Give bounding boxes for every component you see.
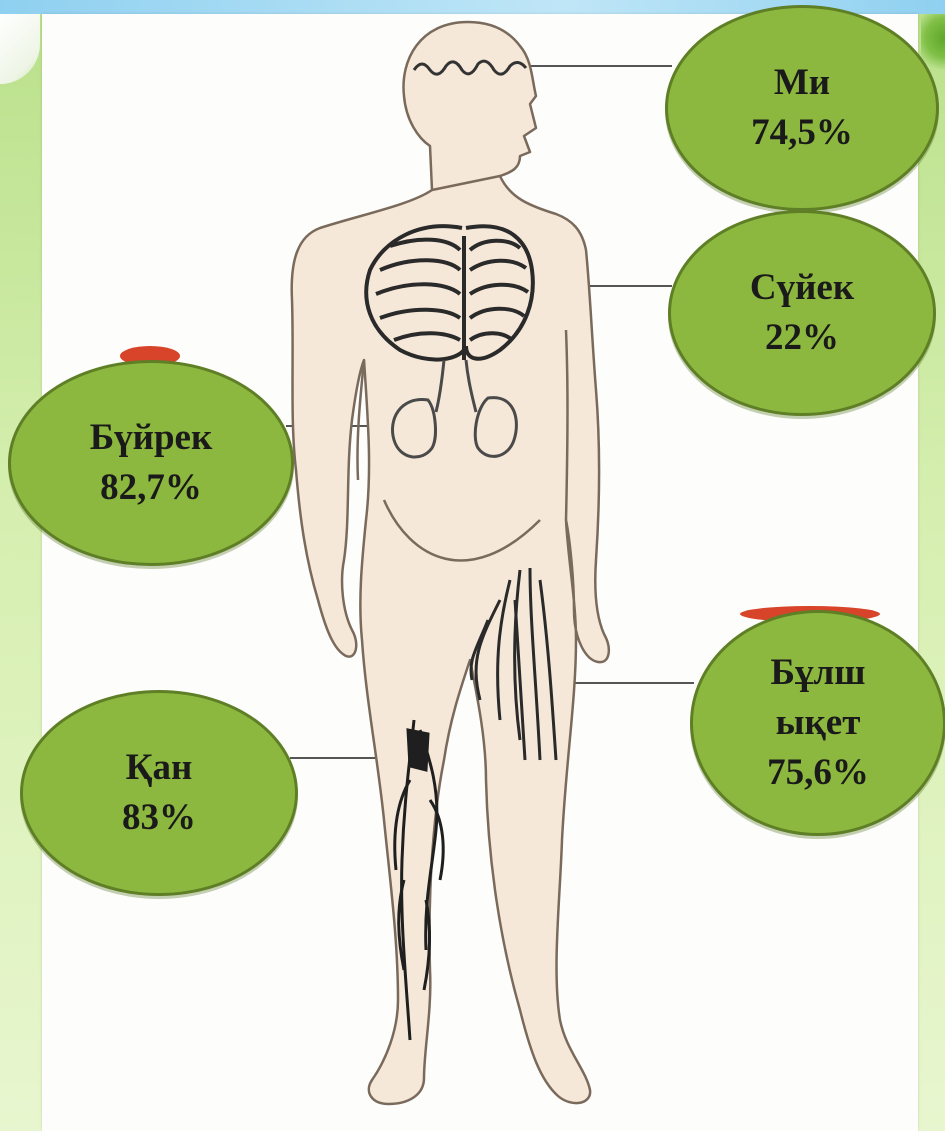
label-bubble-muscle: Бұлш ықет 75,6% [690,610,945,836]
label-bubble-kidney: Бүйрек 82,7% [8,360,294,566]
body-silhouette [292,22,609,1104]
organ-value: 22% [765,313,839,363]
label-bubble-brain: Ми 74,5% [665,5,939,211]
organ-name: Ми [774,58,830,108]
organ-name-line1: Бұлш [771,648,866,698]
organ-name-line2: ықет [776,698,861,748]
organ-value: 82,7% [100,463,202,513]
organ-name: Бүйрек [90,413,213,463]
organ-value: 83% [122,793,196,843]
organ-value: 75,6% [767,748,869,798]
label-bubble-blood: Қан 83% [20,690,298,896]
organ-name: Сүйек [750,263,854,313]
label-bubble-bone: Сүйек 22% [668,210,936,416]
organ-value: 74,5% [751,108,853,158]
organ-name: Қан [126,743,193,793]
